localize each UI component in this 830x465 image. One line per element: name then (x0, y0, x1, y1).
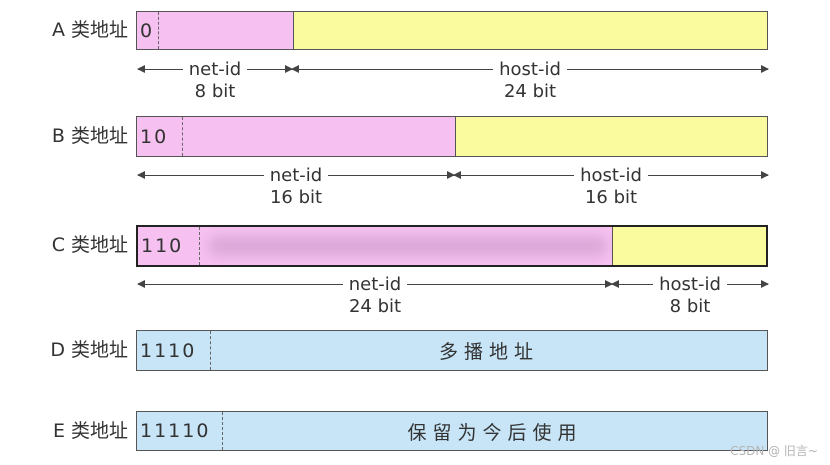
class-d-multicast-segment: 1110 多播地址 (137, 331, 767, 370)
class-b-label: B 类地址 (51, 125, 128, 147)
redaction-smear (208, 236, 608, 256)
class-b-net-name: net-id (263, 165, 329, 186)
class-c-host-bits: 8 bit (663, 296, 717, 317)
arrow-left-icon (137, 171, 145, 179)
arrow-left-icon (453, 171, 461, 179)
class-a-host-dimension: host-id 24 bit (291, 58, 769, 106)
arrow-right-icon (605, 280, 613, 288)
watermark: CSDN @ 旧言~ (730, 444, 818, 458)
arrow-left-icon (291, 65, 299, 73)
class-c-net-bits: 24 bit (342, 296, 408, 317)
class-b-host-dimension: host-id 16 bit (453, 164, 769, 212)
class-e-label: E 类地址 (52, 420, 128, 442)
class-c-net-name: net-id (342, 274, 408, 295)
class-c-host-name: host-id (653, 274, 727, 295)
class-b-host-name: host-id (574, 165, 648, 186)
class-c-net-dimension: net-id 24 bit (137, 273, 613, 321)
class-b-bar: 10 (136, 116, 768, 157)
class-b-host-bits: 16 bit (578, 187, 644, 208)
class-b-prefix: 10 (137, 117, 183, 156)
class-e-text: 保留为今后使用 (407, 421, 583, 444)
arrow-right-icon (761, 171, 769, 179)
class-a-host-bits: 24 bit (497, 81, 563, 102)
class-d-prefix: 1110 (137, 331, 211, 370)
class-c-prefix: 110 (138, 227, 200, 265)
class-b-host-segment (455, 117, 767, 156)
class-b-net-dimension: net-id 16 bit (137, 164, 455, 212)
class-a-host-name: host-id (493, 59, 567, 80)
class-a-prefix: 0 (137, 12, 159, 49)
class-c-host-segment (612, 227, 766, 265)
class-a-label: A 类地址 (51, 19, 128, 41)
class-a-bar: 0 (136, 11, 768, 50)
class-a-host-segment (293, 12, 767, 49)
class-a-net-bits: 8 bit (188, 81, 242, 102)
arrow-left-icon (137, 65, 145, 73)
class-a-net-name: net-id (182, 59, 248, 80)
class-d-text: 多播地址 (438, 341, 539, 363)
arrow-right-icon (761, 280, 769, 288)
arrow-left-icon (137, 280, 145, 288)
arrow-right-icon (285, 65, 293, 73)
class-a-net-segment: 0 (137, 12, 293, 49)
class-c-host-dimension: host-id 8 bit (611, 273, 769, 321)
class-b-net-segment: 10 (137, 117, 455, 156)
class-a-net-dimension: net-id 8 bit (137, 58, 293, 106)
class-c-label: C 类地址 (51, 234, 128, 256)
class-e-prefix: 11110 (137, 412, 223, 450)
arrow-left-icon (611, 280, 619, 288)
arrow-right-icon (761, 65, 769, 73)
arrow-right-icon (447, 171, 455, 179)
class-c-bar: 110 (136, 225, 768, 267)
class-e-bar: 11110 保留为今后使用 (136, 411, 768, 451)
class-d-bar: 1110 多播地址 (136, 330, 768, 371)
class-b-net-bits: 16 bit (263, 187, 329, 208)
class-c-net-segment: 110 (138, 227, 612, 265)
class-d-label: D 类地址 (50, 339, 128, 361)
class-e-reserved-segment: 11110 保留为今后使用 (137, 412, 767, 450)
